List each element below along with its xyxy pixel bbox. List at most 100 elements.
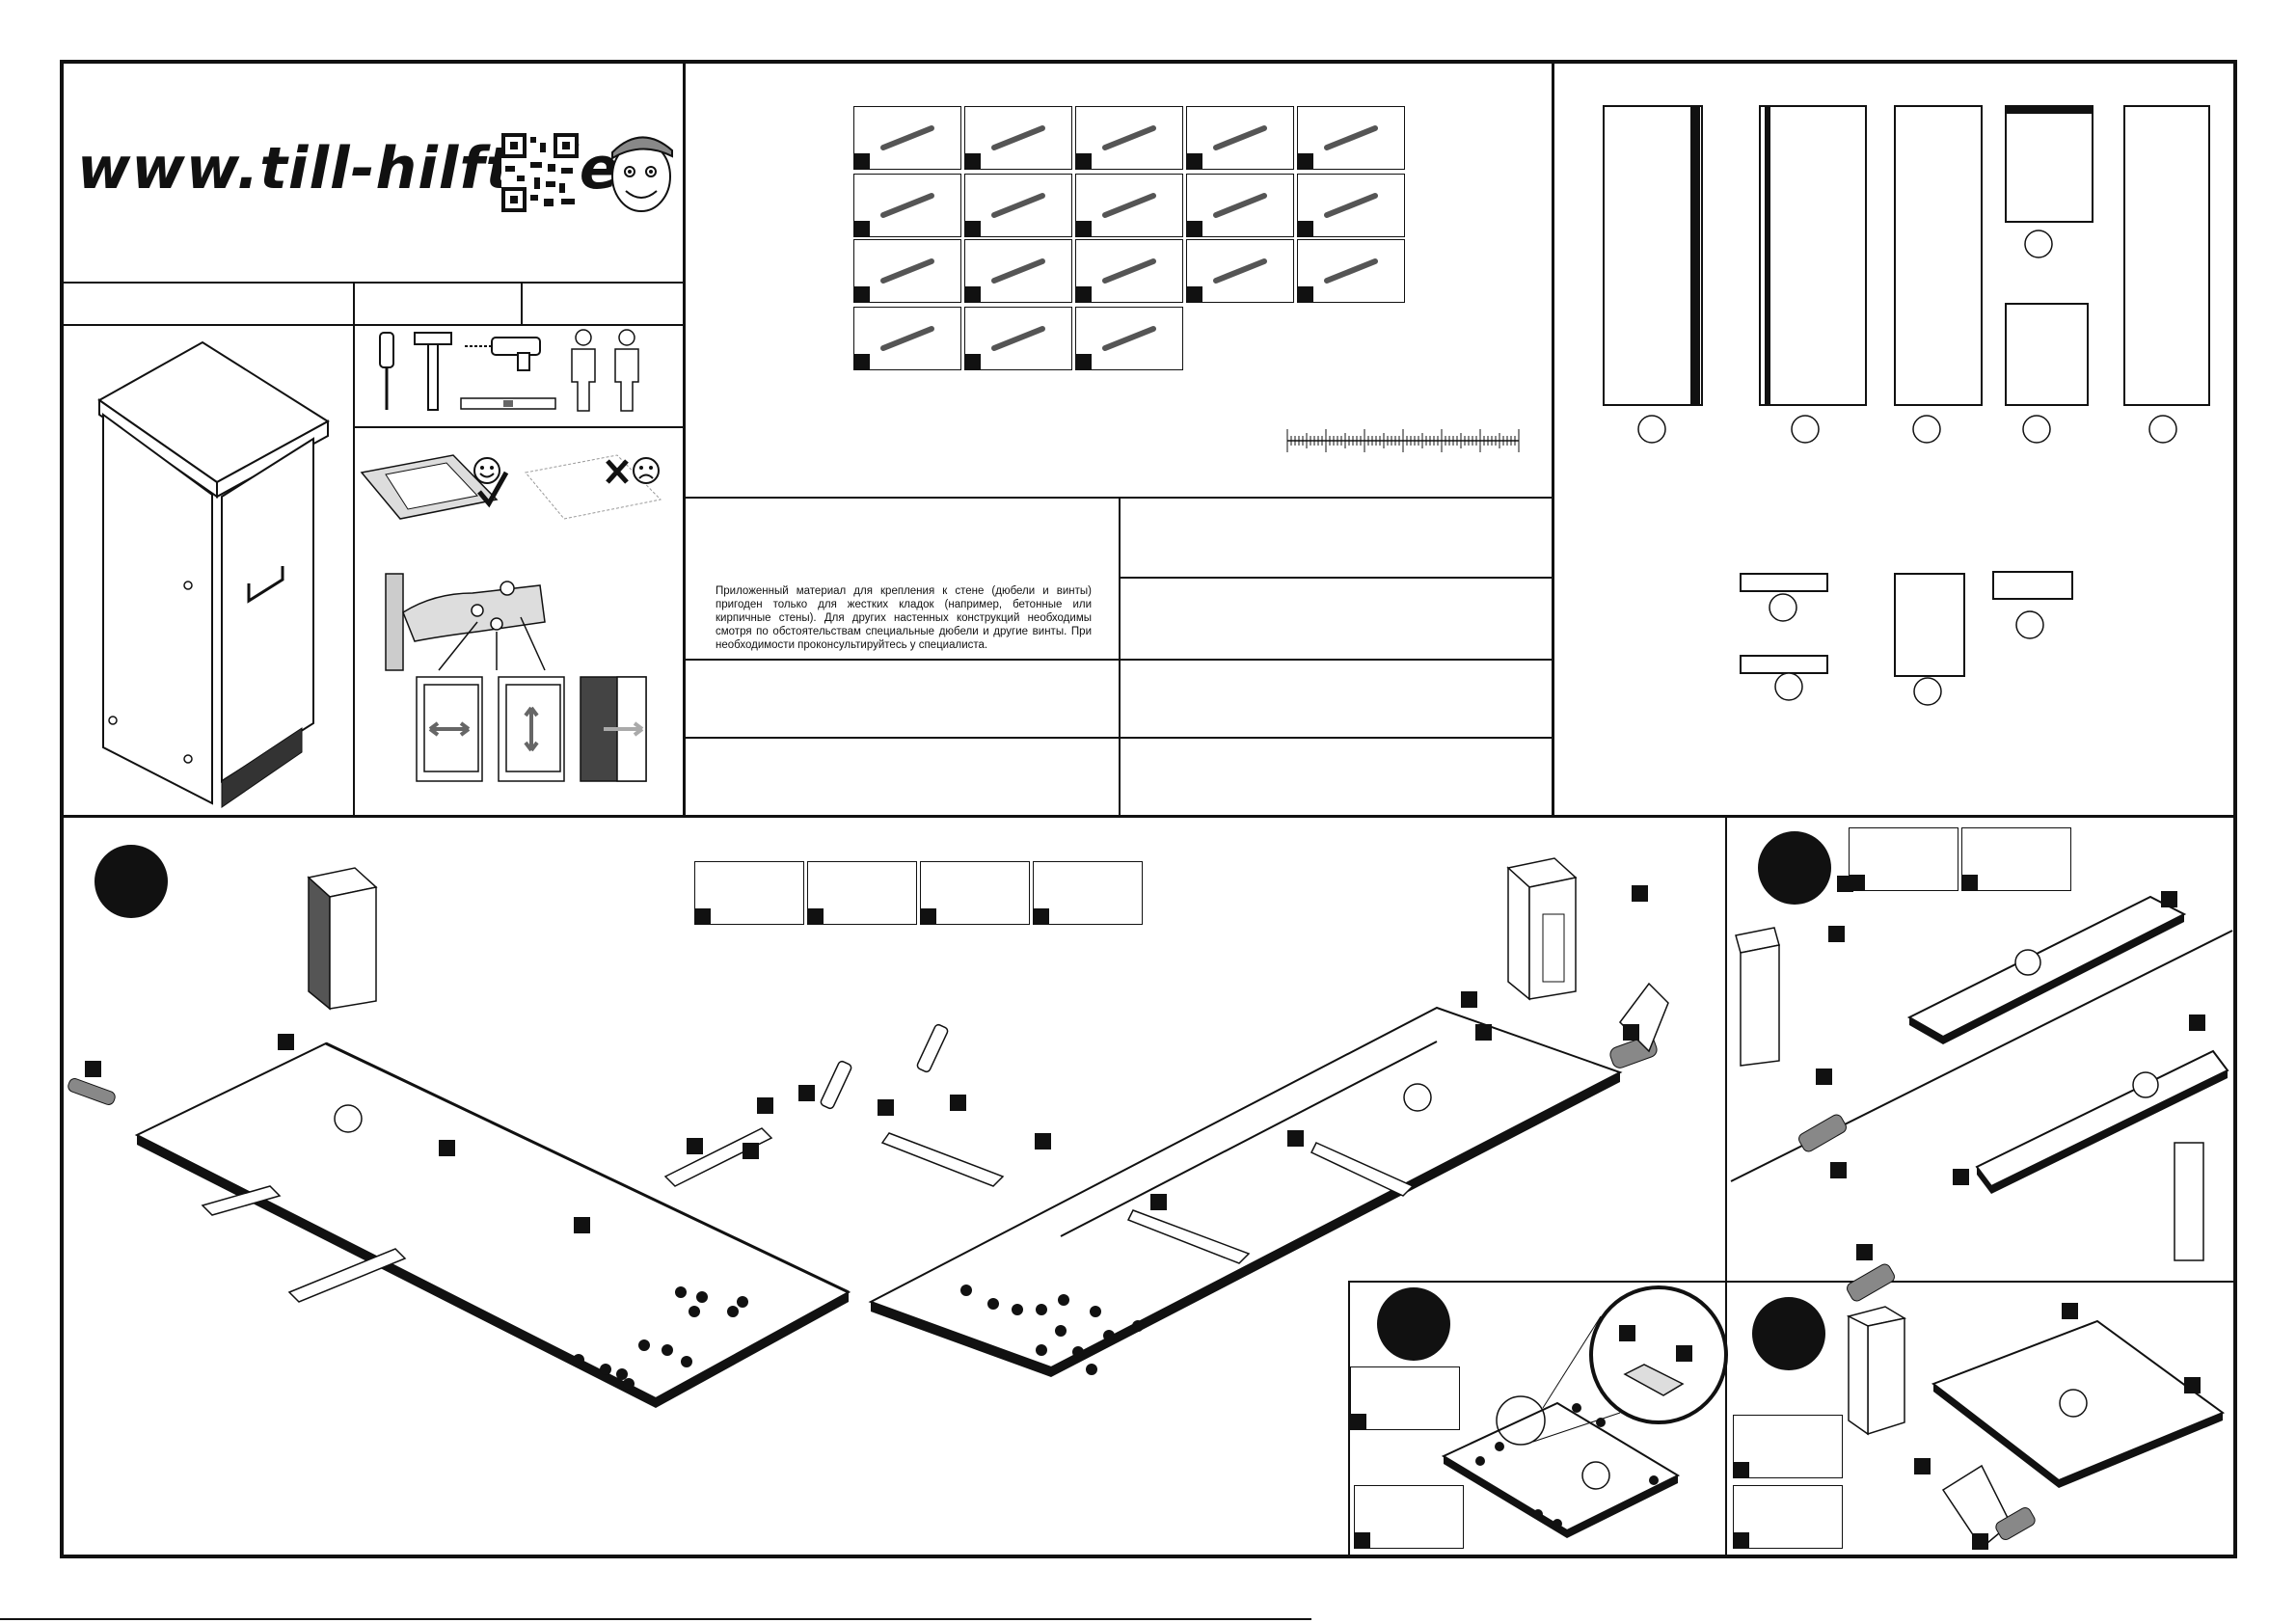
hardware-part-box [853, 239, 961, 303]
divider [1119, 497, 1121, 817]
hardware-part-box [1075, 239, 1183, 303]
hardware-part-box [964, 239, 1072, 303]
part-number-square [1187, 221, 1202, 236]
hardware-part-box [853, 106, 961, 170]
hardware-part-box [1186, 106, 1294, 170]
hardware-part-icon [880, 258, 934, 284]
part-number-square [1076, 153, 1092, 169]
hinge-adjust-vertical-icon [498, 676, 565, 782]
two-persons-icon [571, 329, 639, 412]
part-number-square [1287, 1130, 1304, 1147]
divider [1552, 62, 1554, 817]
part-number-square [1187, 153, 1202, 169]
divider [683, 62, 686, 817]
part-number-square [854, 221, 870, 236]
part-number-square [965, 153, 981, 169]
panel-parts-diagram [1603, 105, 2210, 706]
part-number-square [2062, 1303, 2078, 1319]
part-number-square [1461, 991, 1477, 1008]
step-1-badge [95, 845, 168, 918]
wall-mounting-notice: Приложенный материал для крепления к сте… [716, 585, 1092, 651]
hardware-part-icon [991, 326, 1045, 351]
cabinet-illustration [97, 340, 330, 808]
part-number-square [965, 354, 981, 369]
hardware-part-icon [880, 193, 934, 218]
protective-mat-ok-icon [360, 454, 509, 520]
step-1-part-box [694, 861, 804, 925]
part-number-square [1034, 908, 1049, 924]
part-number-square [1676, 1345, 1692, 1362]
hardware-part-box [964, 106, 1072, 170]
divider [62, 324, 685, 326]
part-number-square [965, 221, 981, 236]
part-number-square [1351, 1414, 1366, 1429]
step-1-cabinet-icon-right [1506, 857, 1578, 1001]
part-number-square [1830, 1162, 1847, 1178]
part-number-square [85, 1061, 101, 1077]
part-number-square [1914, 1458, 1931, 1474]
part-number-square [878, 1099, 894, 1116]
hinge-adjust-depth-icon [580, 676, 647, 782]
hardware-part-box [1186, 174, 1294, 237]
hardware-part-icon [1324, 258, 1378, 284]
hardware-part-box [964, 174, 1072, 237]
part-number-square [1734, 1462, 1749, 1477]
hardware-part-icon [991, 125, 1045, 150]
divider [685, 737, 1553, 739]
divider [353, 282, 355, 817]
qr-code-icon [501, 133, 579, 212]
hardware-part-box [1075, 307, 1183, 370]
part-number-square [854, 153, 870, 169]
part-number-square [1856, 1244, 1873, 1260]
hardware-part-icon [991, 193, 1045, 218]
part-number-square [1355, 1532, 1370, 1548]
step-3-badge [1377, 1287, 1450, 1361]
hardware-part-icon [880, 326, 934, 351]
part-number-square [1150, 1194, 1167, 1210]
part-number-square [1035, 1133, 1051, 1150]
step-1-part-box [807, 861, 917, 925]
step-4-badge [1752, 1297, 1825, 1370]
mascot-face-icon [611, 136, 673, 212]
step-1-cabinet-icon [307, 867, 378, 1011]
part-number-square [1837, 876, 1853, 892]
sheet-frame [60, 60, 2237, 1558]
hammer-icon [414, 332, 452, 411]
hardware-part-box [1297, 106, 1405, 170]
step-2-part-glue [1961, 827, 2071, 891]
hardware-part-icon [1324, 193, 1378, 218]
step-1-part-box [1033, 861, 1143, 925]
part-number-square [1076, 221, 1092, 236]
divider [62, 815, 2235, 818]
part-number-square [439, 1140, 455, 1156]
hardware-part-icon [1213, 125, 1267, 150]
hardware-part-icon [1324, 125, 1378, 150]
part-number-square [1298, 286, 1313, 302]
hardware-part-icon [1102, 326, 1156, 351]
part-number-square [1972, 1533, 1988, 1550]
part-number-square [574, 1217, 590, 1233]
step-1-part-box [920, 861, 1030, 925]
part-number-square [950, 1095, 966, 1111]
hardware-part-icon [1213, 193, 1267, 218]
step-4-assembly-drawing [1846, 1306, 2226, 1550]
hardware-part-box [1186, 239, 1294, 303]
part-number-square [1298, 153, 1313, 169]
drill-icon [465, 337, 541, 371]
step-2-part-dowel [1849, 827, 1958, 891]
part-number-square [1298, 221, 1313, 236]
hardware-part-icon [991, 258, 1045, 284]
step-3-part-screw-b [1354, 1485, 1464, 1549]
part-number-square [1632, 885, 1648, 902]
part-number-square [854, 286, 870, 302]
measuring-ruler-icon [1286, 429, 1520, 452]
part-number-square [1962, 875, 1978, 890]
hardware-part-icon [1102, 125, 1156, 150]
spirit-level-icon [460, 397, 556, 410]
hardware-part-icon [1102, 193, 1156, 218]
step-2-assembly-drawing [1730, 895, 2233, 1302]
part-number-square [2161, 891, 2177, 907]
part-number-square [1953, 1169, 1969, 1185]
step-3-assembly-drawing [1441, 1285, 1728, 1538]
hardware-part-box [964, 307, 1072, 370]
